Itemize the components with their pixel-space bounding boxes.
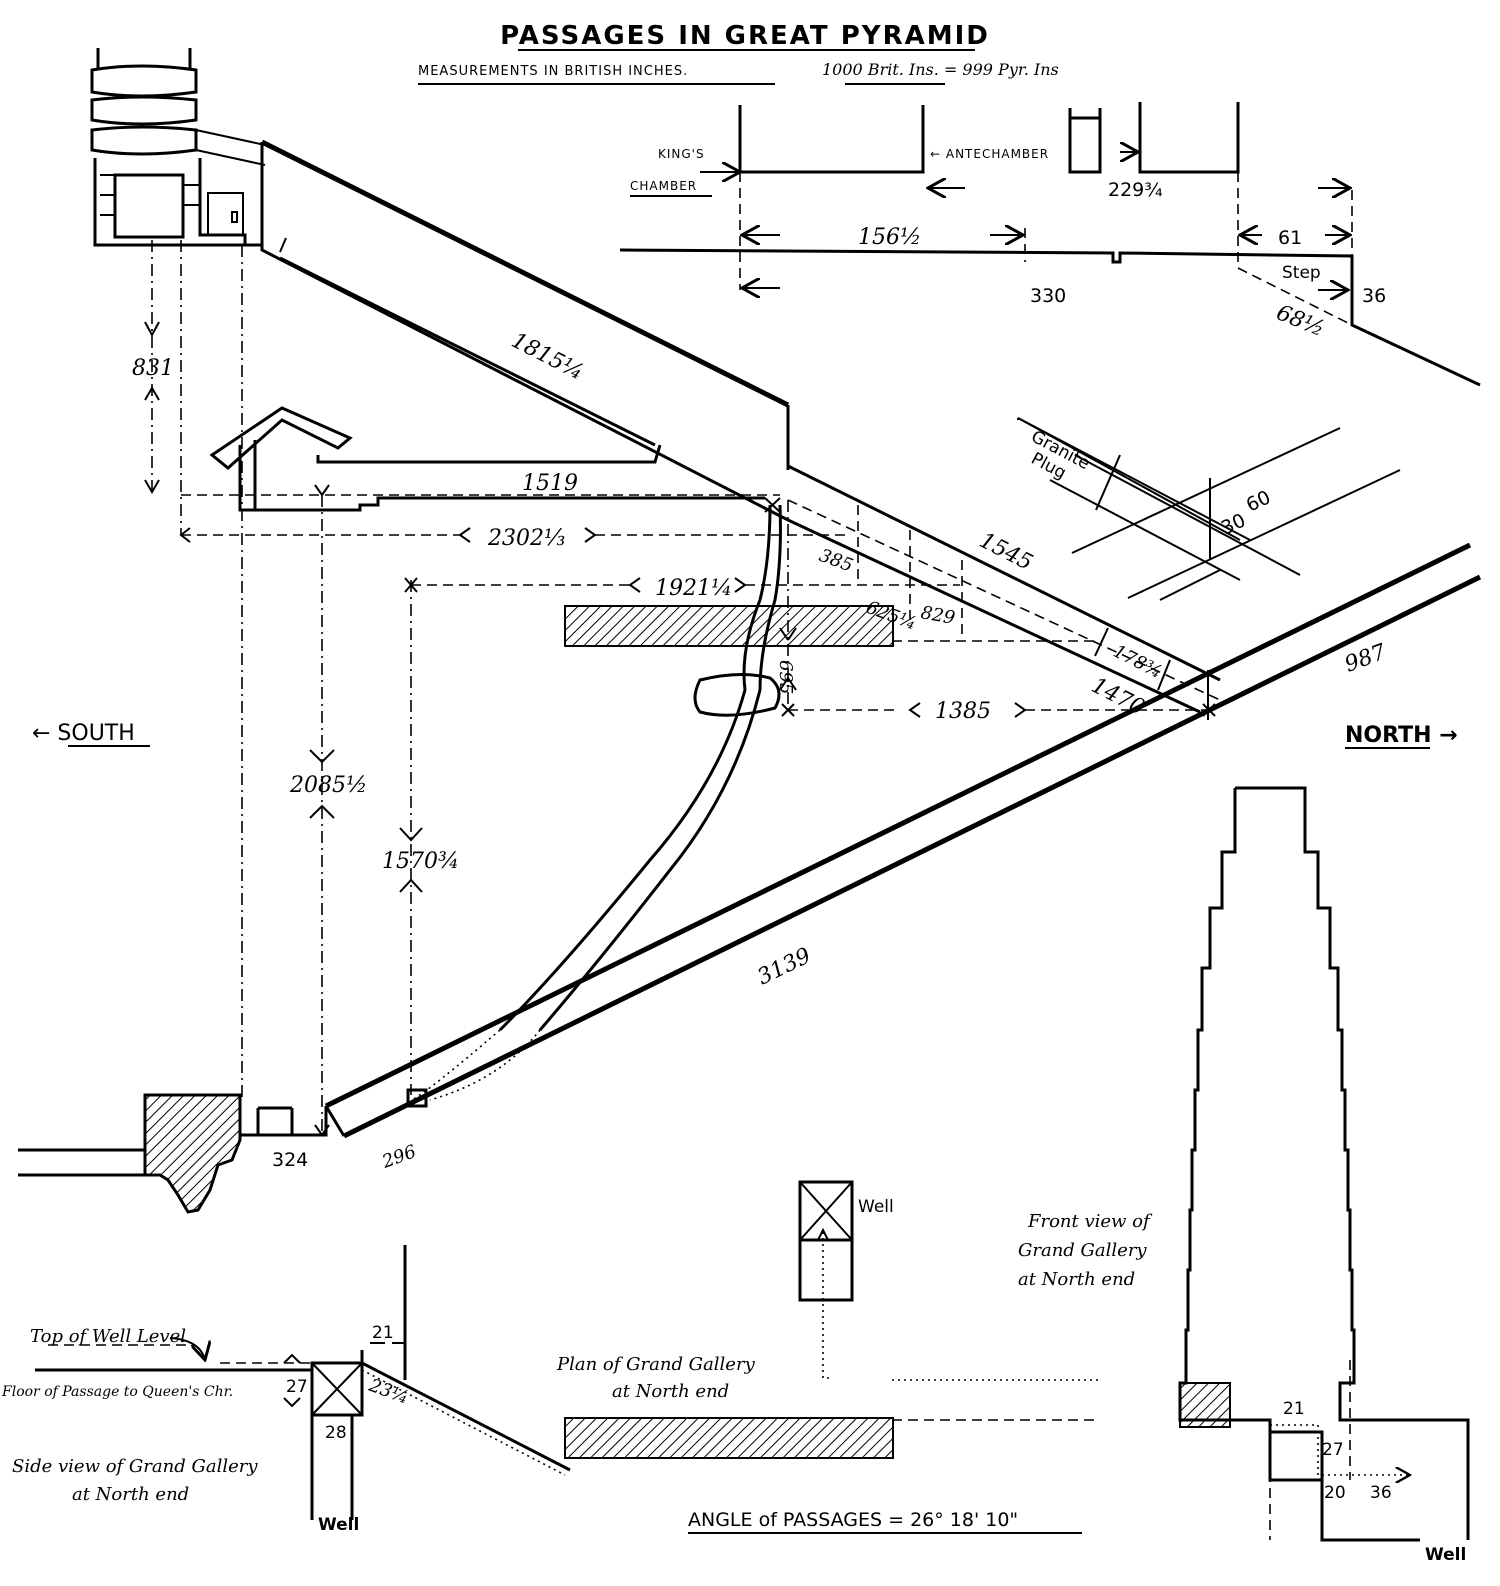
units-note: MEASUREMENTS IN BRITISH INCHES. bbox=[418, 64, 688, 79]
meas-1545: 1545 bbox=[975, 528, 1036, 576]
meas-1470: 1470 bbox=[1087, 673, 1148, 721]
meas-987: 987 bbox=[1342, 640, 1390, 678]
descending-passage bbox=[324, 542, 1482, 1139]
plan-caption-b: at North end bbox=[612, 1381, 729, 1402]
front-meas-21: 21 bbox=[1283, 1399, 1305, 1419]
plan-well: Well bbox=[858, 1197, 894, 1217]
meas-1385: 1385 bbox=[935, 699, 991, 724]
antechamber-profile bbox=[619, 102, 1481, 387]
meas-695: 695 bbox=[775, 660, 796, 694]
side-caption-b: at North end bbox=[72, 1484, 189, 1505]
meas-296: 296 bbox=[379, 1141, 419, 1173]
label-chamber: CHAMBER bbox=[630, 179, 697, 193]
queens-chamber bbox=[209, 406, 765, 512]
kings-chamber-section bbox=[90, 48, 266, 247]
meas-229: 229¾ bbox=[1108, 179, 1163, 201]
page-title: PASSAGES IN GREAT PYRAMID bbox=[500, 21, 990, 51]
side-well: Well bbox=[318, 1515, 359, 1535]
label-south: ← SOUTH bbox=[32, 721, 135, 746]
front-caption-a: Front view of bbox=[1027, 1211, 1153, 1232]
label-antechamber: ← ANTECHAMBER bbox=[930, 147, 1049, 161]
meas-60: 60 bbox=[1243, 486, 1274, 516]
plan-caption-a: Plan of Grand Gallery bbox=[556, 1354, 756, 1375]
conversion-note: 1000 Brit. Ins. = 999 Pyr. Ins bbox=[822, 60, 1059, 79]
front-caption-c: at North end bbox=[1018, 1269, 1135, 1290]
meas-1570: 1570¾ bbox=[382, 849, 459, 874]
plan-well-and-walls bbox=[564, 605, 894, 1459]
meas-68: 68½ bbox=[1273, 300, 1328, 342]
label-step: Step bbox=[1282, 263, 1321, 283]
label-top-of-well: Top of Well Level bbox=[30, 1326, 186, 1347]
dimension-lines bbox=[151, 240, 1210, 1135]
meas-156: 156½ bbox=[858, 225, 921, 250]
front-caption-b: Grand Gallery bbox=[1018, 1240, 1147, 1261]
side-view-grand-gallery bbox=[35, 1245, 571, 1520]
label-kings: KING'S bbox=[658, 147, 705, 161]
meas-324: 324 bbox=[272, 1149, 308, 1171]
well-shaft bbox=[406, 497, 782, 1108]
meas-831: 831 bbox=[132, 356, 174, 381]
meas-1519: 1519 bbox=[522, 471, 578, 496]
meas-330: 330 bbox=[1030, 285, 1066, 307]
meas-2085: 2085½ bbox=[289, 773, 367, 798]
meas-178: 178¾ bbox=[1110, 641, 1166, 683]
side-meas-21: 21 bbox=[372, 1323, 394, 1343]
ascending-passage bbox=[787, 464, 1221, 714]
side-meas-27: 27 bbox=[286, 1377, 308, 1397]
front-view-grand-gallery bbox=[1178, 786, 1470, 1542]
side-meas-28: 28 bbox=[325, 1423, 347, 1443]
meas-30: 30 bbox=[1218, 509, 1249, 539]
label-north: NORTH → bbox=[1345, 723, 1458, 748]
front-meas-36: 36 bbox=[1370, 1483, 1392, 1503]
subterranean-chamber bbox=[18, 1093, 328, 1214]
front-meas-27: 27 bbox=[1322, 1440, 1344, 1460]
grand-gallery bbox=[245, 139, 790, 522]
meas-829: 829 bbox=[919, 602, 956, 629]
label-floor-passage: Floor of Passage to Queen's Chr. bbox=[1, 1384, 233, 1400]
front-well: Well bbox=[1425, 1545, 1466, 1565]
meas-1921: 1921¼ bbox=[655, 576, 732, 601]
front-meas-20: 20 bbox=[1324, 1483, 1346, 1503]
meas-2302: 2302⅓ bbox=[487, 526, 565, 551]
side-caption-a: Side view of Grand Gallery bbox=[12, 1456, 258, 1477]
granite-plug-inset bbox=[1017, 417, 1401, 601]
meas-61: 61 bbox=[1278, 227, 1302, 249]
meas-3139: 3139 bbox=[754, 943, 815, 990]
plan-right-lines bbox=[892, 640, 1100, 1421]
meas-36-top: 36 bbox=[1362, 285, 1386, 307]
angle-of-passages: ANGLE of PASSAGES = 26° 18' 10" bbox=[688, 1509, 1018, 1531]
